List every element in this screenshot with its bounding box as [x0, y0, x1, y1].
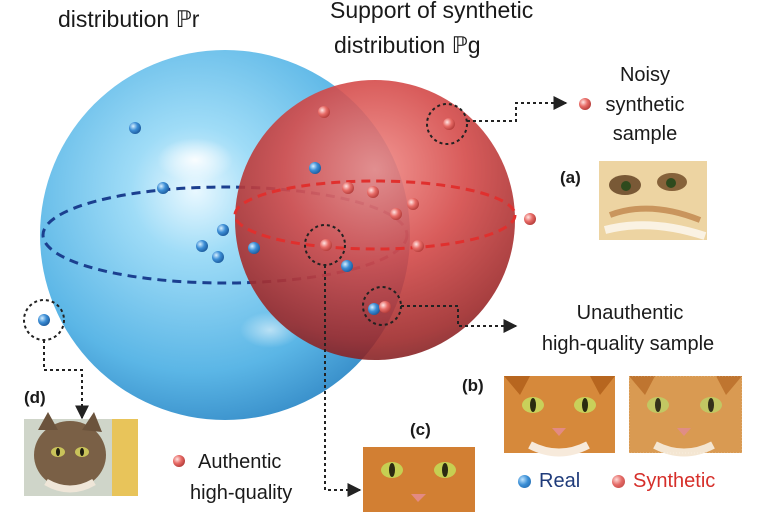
connectors: [43, 96, 568, 497]
connector-noisy: [467, 96, 568, 122]
real-point: [196, 240, 208, 252]
authentic-marker-dot: [173, 455, 185, 467]
real-point: [368, 303, 380, 315]
synthetic-point: [342, 182, 354, 194]
noisy-label-line2: synthetic: [605, 94, 685, 116]
connector-authentic: [324, 265, 362, 497]
synthetic-point: [443, 118, 455, 130]
ring-noisy: [426, 103, 468, 145]
real-point: [212, 251, 224, 263]
synthetic-support-sphere: [233, 80, 517, 360]
synthetic-point: [318, 106, 330, 118]
synthetic-support-label-line1: Support of synthetic: [330, 0, 534, 23]
real-point-outlier: [38, 314, 50, 326]
legend-synthetic: Synthetic: [612, 470, 715, 493]
unauthentic-label-line2: high-quality sample: [541, 333, 715, 355]
synthetic-point: [379, 301, 391, 313]
noisy-label-line3: sample: [612, 123, 678, 145]
legend-real-dot: [518, 475, 531, 488]
real-point: [129, 122, 141, 134]
synthetic-point: [320, 239, 332, 251]
tag-d: (d): [24, 388, 46, 407]
real-point: [309, 162, 321, 174]
synthetic-point: [407, 198, 419, 210]
synthetic-point: [367, 186, 379, 198]
tag-a: (a): [560, 168, 581, 187]
noisy-marker-dot: [579, 98, 591, 110]
image-noisy-cat: [599, 161, 707, 240]
connector-outlier: [43, 340, 89, 420]
real-point: [217, 224, 229, 236]
real-point: [341, 260, 353, 272]
connector-unauthentic: [401, 305, 518, 333]
real-point: [248, 242, 260, 254]
synthetic-support-label-line2: distribution ℙg: [334, 32, 481, 58]
image-outlier-cat: [24, 412, 138, 496]
synthetic-point: [390, 208, 402, 220]
authentic-label-line2: high-quality: [190, 482, 293, 504]
image-unauthentic-cat-real: [504, 376, 615, 457]
real-support-label: distribution ℙr: [58, 6, 200, 32]
synthetic-point-outside: [524, 213, 536, 225]
real-point: [157, 182, 169, 194]
unauthentic-label-line1: Unauthentic: [576, 302, 684, 324]
legend-synthetic-label: Synthetic: [633, 470, 716, 492]
image-unauthentic-cat-synthetic: [628, 375, 743, 457]
authentic-label-line1: Authentic: [198, 451, 282, 473]
synthetic-point: [412, 240, 424, 252]
tag-b: (b): [462, 376, 484, 395]
legend-real: Real: [518, 470, 580, 493]
noisy-label-line1: Noisy: [619, 64, 670, 86]
legend-synthetic-dot: [612, 475, 625, 488]
legend-real-label: Real: [539, 470, 581, 492]
tag-c: (c): [410, 420, 431, 439]
image-authentic-cat: [363, 447, 475, 512]
real-points: [38, 122, 380, 326]
synthetic-equator: [233, 179, 517, 251]
synthetic-points: [318, 106, 536, 313]
